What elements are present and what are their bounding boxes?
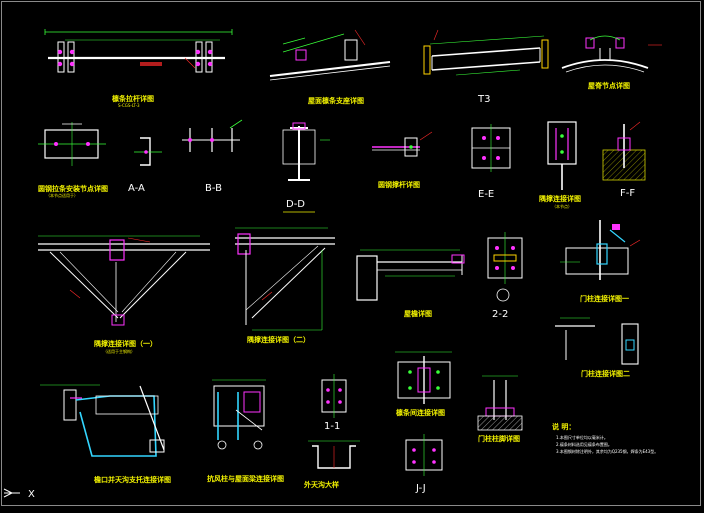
caption-t3: T3 — [477, 94, 490, 105]
caption-b-b: B-B — [205, 183, 222, 194]
caption-column-brace-sub: （本节点） — [552, 203, 572, 209]
notes-block: 说 明： 1.本图尺寸单位均以毫米计。 2.檩条材料选用见檩条布置图。 3.本图… — [552, 422, 658, 454]
caption-f-f: F-F — [620, 188, 635, 199]
caption-gutter-section: 外天沟大样 — [304, 480, 339, 489]
detail-roof-purlin-support[interactable]: 屋面檩条支座详图 — [269, 29, 391, 105]
notes-line-2: 2.檩条材料选用见檩条布置图。 — [556, 441, 612, 447]
ucs-x-label: X — [28, 489, 35, 500]
detail-t3[interactable]: T3 — [423, 29, 549, 105]
detail-purlin-pull-rod[interactable]: 檩条拉杆详图 S-CGS-LT-3 — [44, 29, 233, 108]
caption-bracing-two: 隅撑连接详图（二） — [247, 335, 310, 344]
caption-column-brace: 隅撑连接详图 — [539, 194, 581, 203]
detail-canopy-gutter-support[interactable]: 檐口并天沟支托连接详图 — [40, 384, 171, 484]
caption-eave: 屋檐详图 — [404, 309, 432, 318]
caption-bracing-one: 隅撑连接详图（一） — [94, 339, 157, 348]
section-1-1[interactable]: 1-1 — [321, 374, 347, 432]
detail-ridge-node[interactable]: 屋脊节点详图 — [561, 35, 662, 90]
detail-tie-rod-node[interactable]: 圆钢拉条安装节点详图 （本节点适用于） — [38, 122, 108, 198]
detail-eave[interactable]: 屋檐详图 — [356, 249, 465, 318]
caption-ridge-node: 屋脊节点详图 — [588, 81, 630, 90]
section-e-e[interactable]: E-E — [471, 124, 511, 200]
caption-door-column-one: 门柱连接详图一 — [580, 294, 629, 303]
caption-wind-column-roof: 抗风柱与屋面梁连接详图 — [207, 474, 284, 483]
section-a-a[interactable]: A-A — [128, 137, 162, 194]
caption-1-1: 1-1 — [324, 421, 340, 432]
notes-line-1: 1.本图尺寸单位均以毫米计。 — [556, 434, 608, 440]
detail-wind-column-roof[interactable]: 抗风柱与屋面梁连接详图 — [207, 379, 284, 483]
caption-purlin-connection: 檩条间连接详图 — [396, 408, 445, 417]
detail-door-column-one[interactable]: 门柱连接详图一 — [560, 220, 641, 303]
caption-roof-purlin-support: 屋面檩条支座详图 — [308, 96, 364, 105]
caption-d-d: D-D — [286, 199, 305, 210]
detail-door-column-base[interactable]: 门柱柱脚详图 — [477, 375, 523, 443]
caption-j-j: J-J — [415, 483, 426, 494]
section-d-d[interactable]: D-D — [282, 122, 330, 213]
detail-bracing-one[interactable]: 隅撑连接详图（一） （适用于主钢构） — [38, 235, 210, 354]
detail-column-brace[interactable]: 隅撑连接详图 （本节点） — [539, 121, 581, 209]
caption-door-column-two: 门柱连接详图二 — [581, 369, 630, 378]
caption-e-e: E-E — [478, 189, 494, 200]
caption-bracing-one-sub: （适用于主钢构） — [103, 348, 135, 354]
section-2-2[interactable]: 2-2 — [487, 232, 523, 320]
caption-2-2: 2-2 — [492, 309, 508, 320]
caption-brace-rod: 圆钢撑杆详图 — [378, 180, 420, 189]
caption-a-a: A-A — [128, 183, 145, 194]
caption-purlin-pull-rod-sub: S-CGS-LT-3 — [118, 103, 140, 108]
caption-door-column-base: 门柱柱脚详图 — [478, 434, 520, 443]
detail-bracing-two[interactable]: 隅撑连接详图（二） — [235, 227, 335, 344]
notes-line-3: 3.本图钢材除注明外，其余均为Q235钢，焊条为E43型。 — [556, 448, 658, 454]
detail-brace-rod[interactable]: 圆钢撑杆详图 — [372, 131, 433, 189]
detail-gutter-section[interactable]: 外天沟大样 — [304, 440, 360, 489]
caption-canopy-gutter-support: 檐口并天沟支托连接详图 — [94, 475, 171, 484]
section-j-j[interactable]: J-J — [405, 434, 443, 494]
section-b-b[interactable]: B-B — [182, 119, 243, 194]
caption-purlin-pull-rod: 檩条拉杆详图 — [112, 94, 154, 103]
section-f-f[interactable]: F-F — [602, 121, 646, 199]
detail-door-column-two[interactable]: 门柱连接详图二 — [555, 317, 639, 378]
caption-tie-rod-node: 圆钢拉条安装节点详图 — [38, 184, 108, 193]
notes-heading: 说 明： — [552, 422, 575, 431]
detail-purlin-connection[interactable]: 檩条间连接详图 — [395, 351, 452, 417]
ucs-icon: X — [3, 488, 35, 500]
caption-tie-rod-node-sub: （本节点适用于） — [46, 192, 78, 198]
